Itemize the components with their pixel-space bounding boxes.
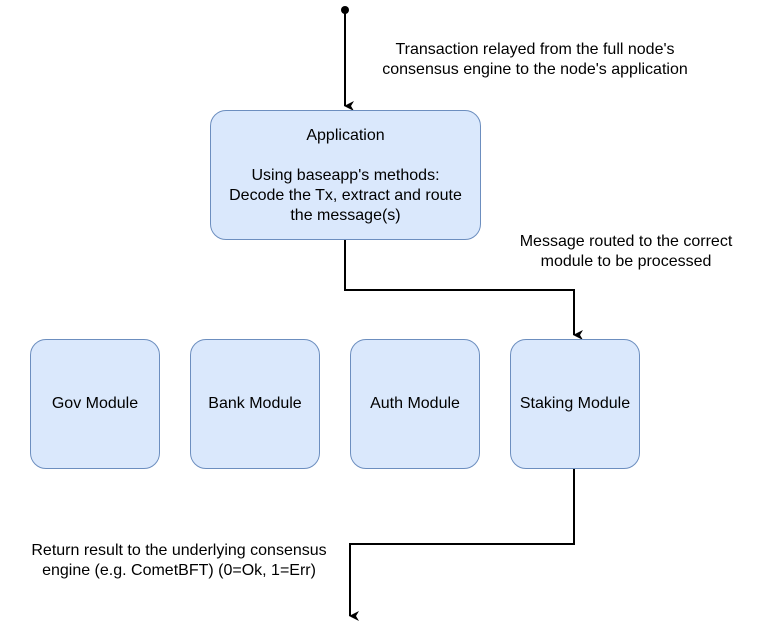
gov-module-label: Gov Module bbox=[51, 395, 139, 412]
auth-module-label: Auth Module bbox=[370, 395, 460, 412]
routed-edge-label: Message routed to the correct module to … bbox=[519, 233, 733, 270]
staking-module-box: Staking Module bbox=[510, 339, 640, 469]
returned-edge-label: Return result to the underlying consensu… bbox=[31, 542, 327, 579]
bank-module-label: Bank Module bbox=[208, 395, 302, 412]
routed-edge-line bbox=[344, 240, 583, 340]
application-description: Using baseapp's methods: Decode the Tx, … bbox=[229, 167, 462, 224]
auth-module-box: Auth Module bbox=[350, 339, 480, 469]
staking-module-label: Staking Module bbox=[519, 395, 631, 412]
bank-module-box: Bank Module bbox=[190, 339, 320, 469]
incoming-edge-label: Transaction relayed from the full node's… bbox=[382, 41, 688, 78]
application-title: Application bbox=[306, 127, 385, 144]
application-box: Application Using baseapp's methods: Dec… bbox=[210, 110, 481, 240]
returned-edge-line bbox=[349, 469, 575, 621]
gov-module-box: Gov Module bbox=[30, 339, 160, 469]
